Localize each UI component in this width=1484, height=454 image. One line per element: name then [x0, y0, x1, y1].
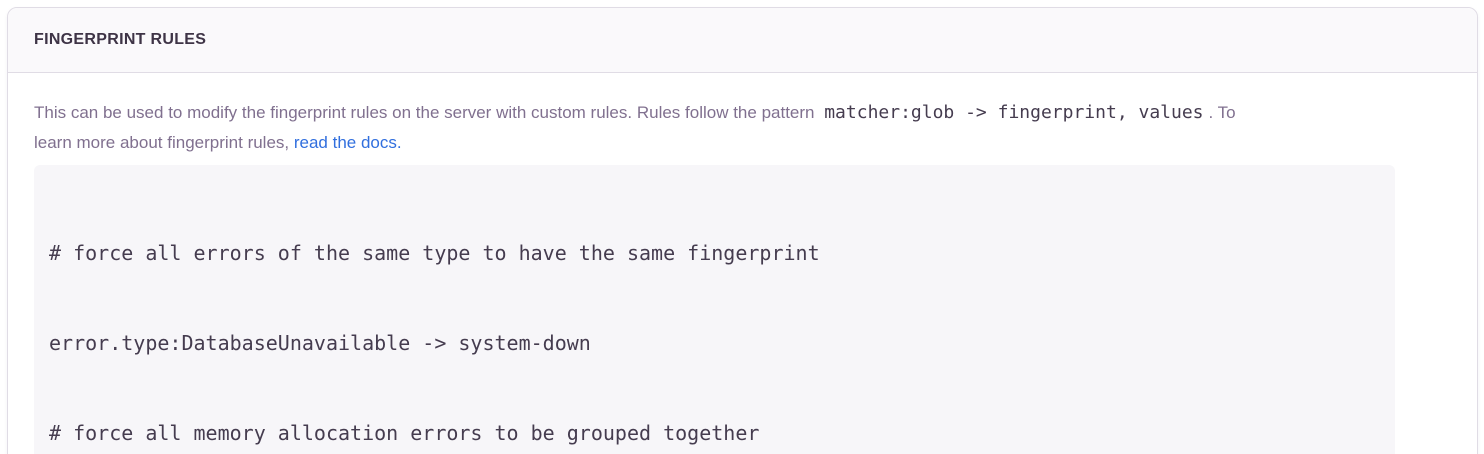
help-text: This can be used to modify the fingerpri…: [34, 98, 1395, 158]
help-text-part3: learn more about fingerprint rules,: [34, 133, 294, 152]
panel-body: This can be used to modify the fingerpri…: [8, 73, 1477, 454]
read-the-docs-link[interactable]: read the docs.: [293, 133, 402, 152]
help-text-part1: This can be used to modify the fingerpri…: [34, 103, 820, 122]
example-code-line: error.type:DatabaseUnavailable -> system…: [49, 331, 591, 355]
panel-title: FINGERPRINT RULES: [34, 31, 207, 48]
fingerprint-rules-panel: FINGERPRINT RULES This can be used to mo…: [7, 7, 1478, 454]
help-text-part2: . To: [1208, 103, 1236, 122]
panel-header: FINGERPRINT RULES: [8, 8, 1477, 73]
example-code-line: # force all memory allocation errors to …: [49, 421, 760, 445]
example-code-line: # force all errors of the same type to h…: [49, 241, 820, 265]
pattern-inline-code: matcher:glob -> fingerprint, values: [824, 102, 1204, 123]
example-code-block: # force all errors of the same type to h…: [34, 165, 1395, 454]
